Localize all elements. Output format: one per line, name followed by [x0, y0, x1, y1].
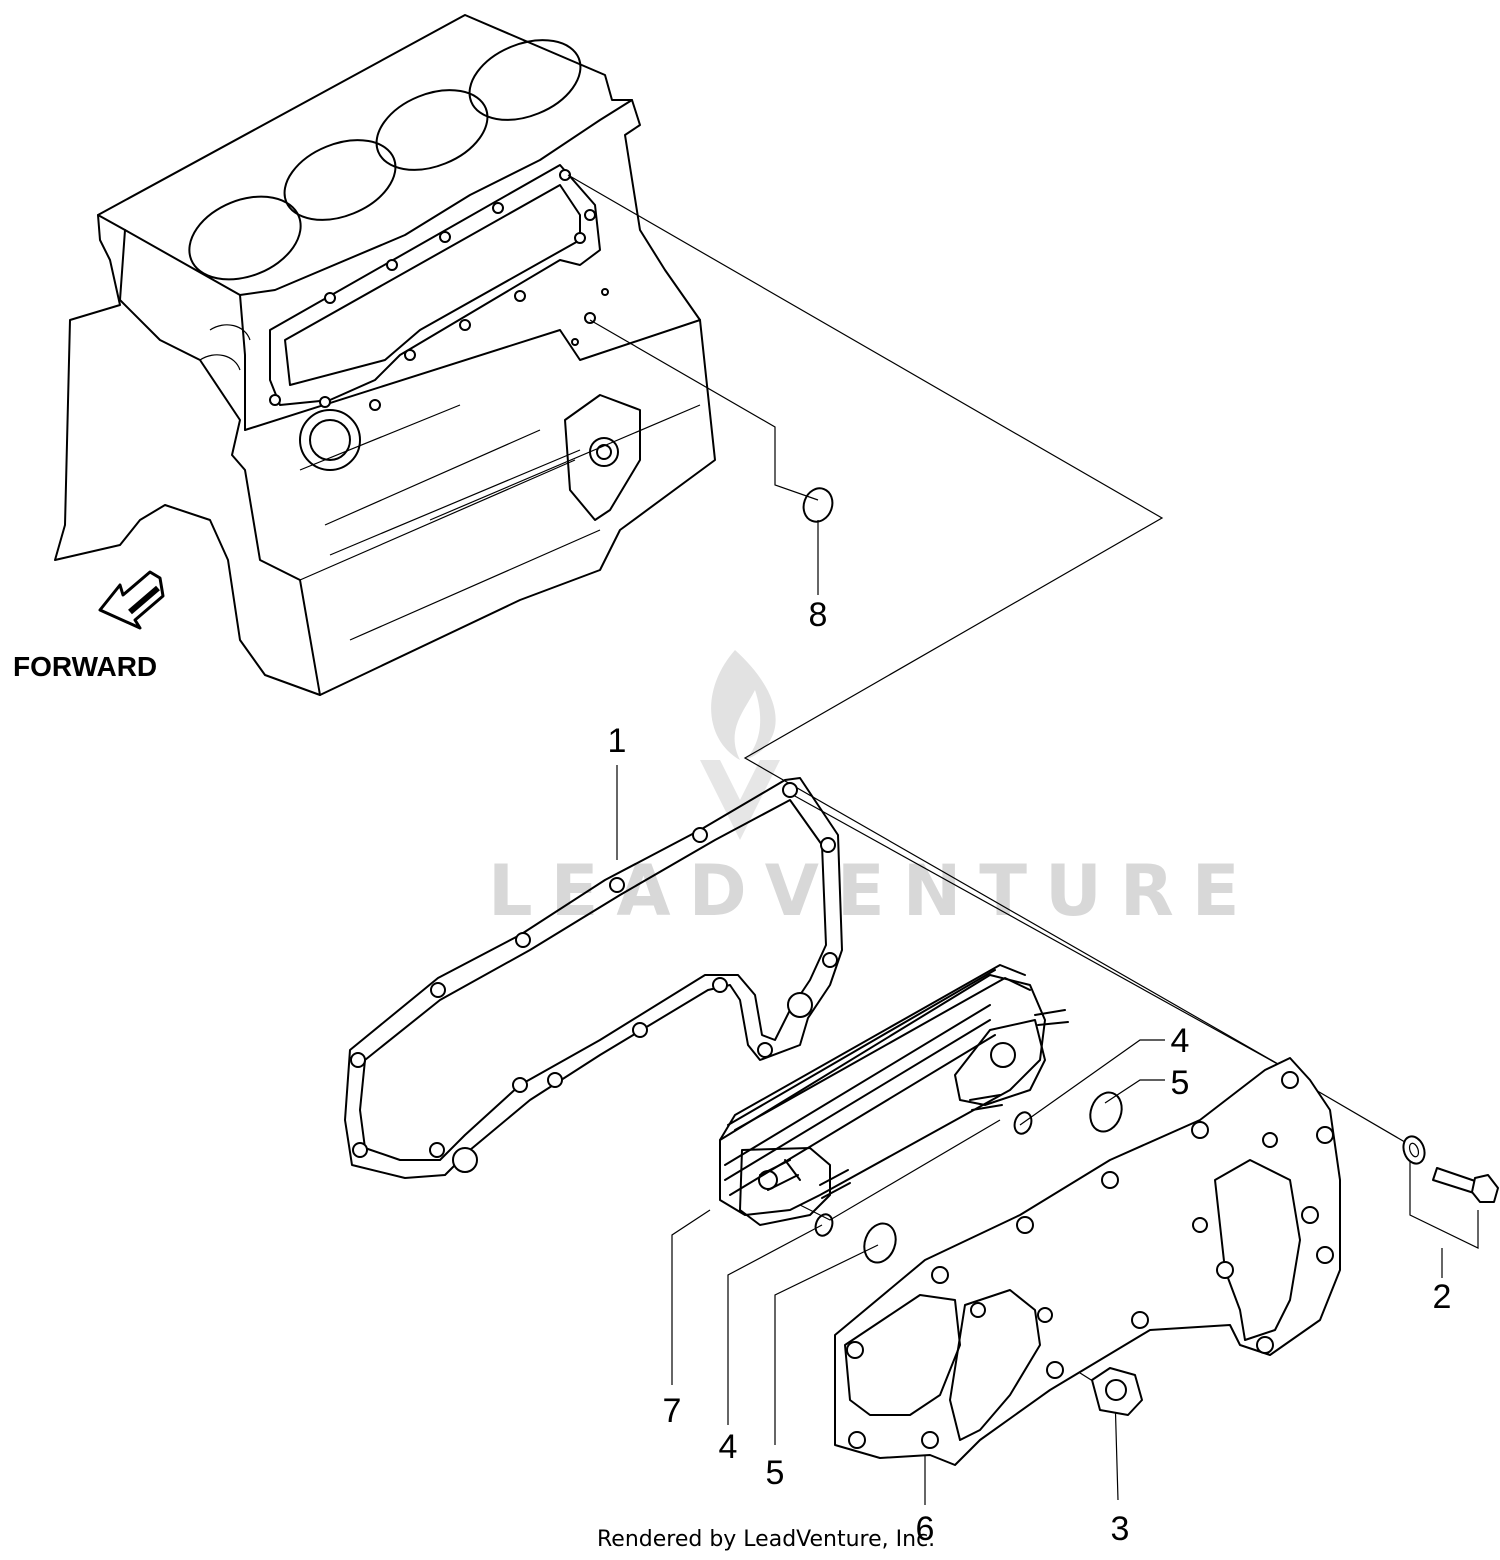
watermark: LEADVENTURE: [488, 650, 1258, 932]
relief-plug-part-3: [1091, 1367, 1143, 1416]
flame-logo-icon: [711, 650, 776, 760]
cover-bolt-holes: [846, 1071, 1334, 1449]
oil-cooler-part-7: [719, 964, 1069, 1226]
forward-label: FORWARD: [13, 651, 157, 682]
callout-3: 3: [1111, 1510, 1130, 1548]
callout-4-lower: 4: [719, 1428, 738, 1466]
engine-block: [54, 14, 716, 696]
callout-5-upper: 5: [1171, 1064, 1190, 1102]
forward-indicator: FORWARD: [13, 570, 165, 682]
o-ring-part-4-lower: [814, 1213, 834, 1237]
callout-2: 2: [1433, 1278, 1452, 1316]
callout-numbers: 8 1 4 5 2 7 4 5 6 3: [608, 596, 1452, 1548]
watermark-text: LEADVENTURE: [488, 850, 1258, 932]
o-rings: [802, 487, 1123, 1264]
gasket-part-1: [344, 777, 843, 1179]
callout-1: 1: [608, 722, 627, 760]
o-ring-part-5-upper: [1089, 1091, 1123, 1133]
forward-arrow-icon: [98, 570, 165, 630]
callout-8: 8: [809, 596, 828, 634]
cooler-cover-part-6: [834, 1057, 1341, 1466]
bolt-washer-part-2: [1402, 1135, 1499, 1203]
o-ring-part-5-lower: [863, 1222, 897, 1264]
block-bolt-holes: [269, 169, 609, 411]
callout-7: 7: [663, 1392, 682, 1430]
o-ring-part-8: [802, 487, 834, 523]
leader-lines: [567, 174, 1479, 1505]
footer-credit: Rendered by LeadVenture, Inc.: [597, 1527, 935, 1552]
callout-4-upper: 4: [1171, 1022, 1190, 1060]
gasket-bolt-holes: [350, 782, 838, 1173]
callout-5-lower: 5: [766, 1454, 785, 1492]
callout-6: 6: [916, 1510, 935, 1548]
o-ring-part-4-upper: [1013, 1111, 1033, 1135]
